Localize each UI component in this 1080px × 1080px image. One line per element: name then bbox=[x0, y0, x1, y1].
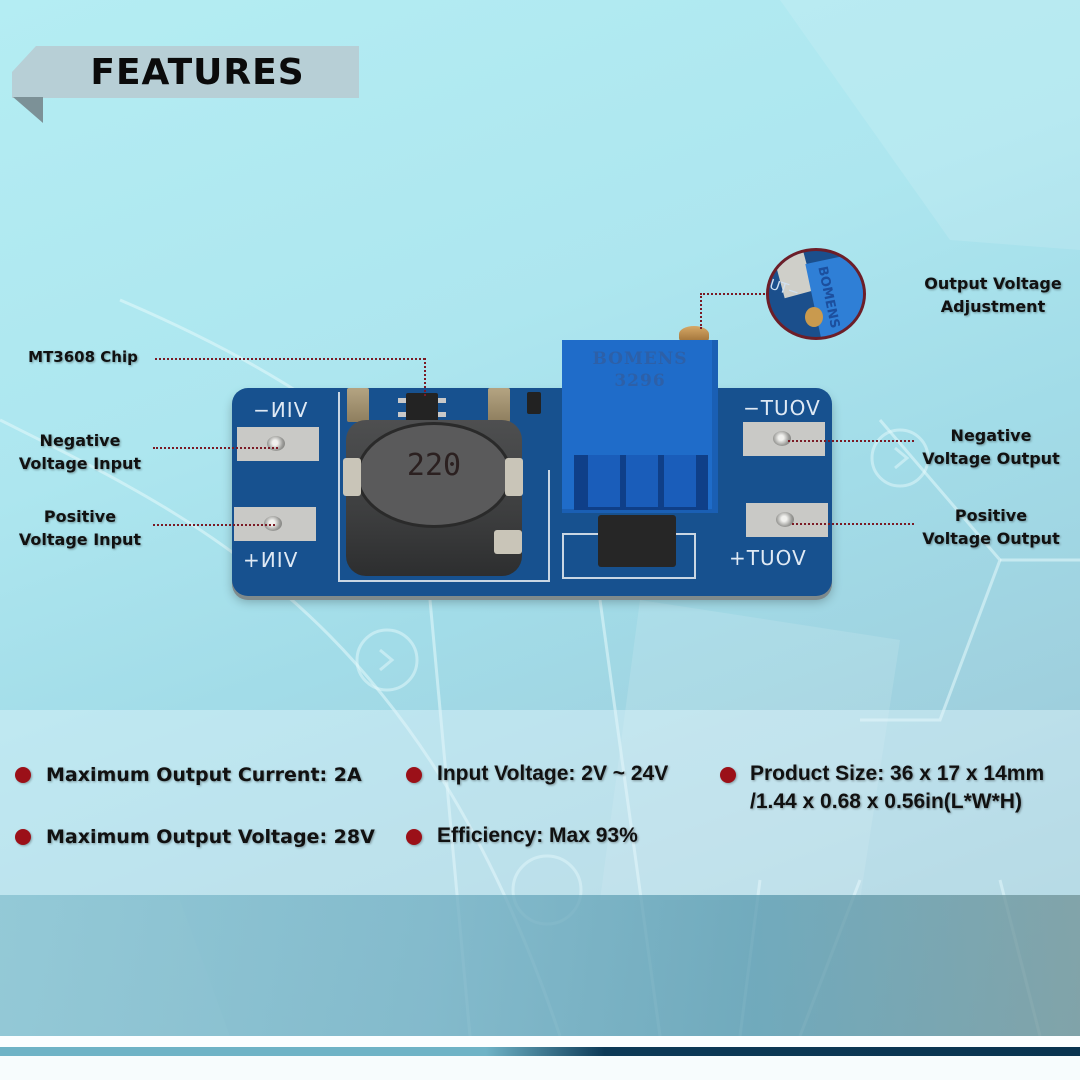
zoom-detail-circle: UT− BOMENS bbox=[766, 248, 866, 340]
chip-pin bbox=[398, 412, 406, 417]
inductor-marking: 220 bbox=[406, 448, 462, 483]
silk-outline bbox=[338, 580, 550, 582]
feature-max-output-voltage: Maximum Output Voltage: 28V bbox=[46, 826, 375, 848]
bullet-icon bbox=[406, 767, 422, 783]
callout-neg-input-line2: Voltage Input bbox=[18, 454, 142, 473]
pot-slots bbox=[574, 455, 708, 510]
feature-product-size-inches: /1.44 x 0.68 x 0.56in(L*W*H) bbox=[750, 790, 1022, 813]
mt3608-chip bbox=[406, 393, 438, 423]
adjustment-screw bbox=[679, 326, 709, 342]
callout-line-adjust-v bbox=[700, 293, 702, 329]
bullet-icon bbox=[15, 829, 31, 845]
callout-pos-input-line2: Voltage Input bbox=[18, 530, 142, 549]
callout-line-chip bbox=[155, 358, 425, 360]
ribbon-tail bbox=[12, 46, 36, 98]
chip-pin bbox=[398, 398, 406, 403]
lower-decor-band bbox=[0, 895, 1080, 1036]
bullet-icon bbox=[15, 767, 31, 783]
pad-vout-positive bbox=[746, 503, 828, 537]
ribbon-fold bbox=[13, 97, 43, 123]
callout-output-adjust: Output Voltage Adjustment bbox=[918, 272, 1068, 318]
bullet-icon bbox=[720, 767, 736, 783]
silk-vout-negative: VOUT− bbox=[742, 396, 820, 420]
inductor-tab bbox=[505, 458, 523, 496]
callout-pos-output-line2: Voltage Output bbox=[922, 529, 1060, 548]
callout-neg-input: Negative Voltage Input bbox=[10, 429, 150, 475]
footer-bottom bbox=[0, 1056, 1080, 1080]
pad-vout-negative bbox=[743, 422, 825, 456]
silk-vout-positive: VOUT+ bbox=[728, 546, 806, 570]
callout-output-adjust-line2: Adjustment bbox=[940, 297, 1046, 316]
callout-pos-output: Positive Voltage Output bbox=[916, 504, 1066, 550]
callout-neg-input-line1: Negative bbox=[39, 431, 121, 450]
callout-neg-output-line2: Voltage Output bbox=[922, 449, 1060, 468]
callout-pos-output-line1: Positive bbox=[954, 506, 1028, 525]
callout-pos-input-line1: Positive bbox=[43, 507, 117, 526]
features-band bbox=[0, 710, 1080, 895]
feature-max-output-current: Maximum Output Current: 2A bbox=[46, 764, 362, 786]
callout-line-adjust bbox=[700, 293, 768, 295]
callout-line-neg-input bbox=[153, 447, 278, 449]
diode bbox=[598, 515, 676, 567]
callout-line-pos-input bbox=[153, 524, 275, 526]
callout-neg-output: Negative Voltage Output bbox=[916, 424, 1066, 470]
capacitor bbox=[488, 388, 510, 422]
feature-efficiency: Efficiency: Max 93% bbox=[437, 824, 638, 847]
callout-line-neg-output bbox=[788, 440, 914, 442]
inductor-tab bbox=[343, 458, 361, 496]
callout-line-pos-output bbox=[792, 523, 914, 525]
pot-brand: BOMENS bbox=[592, 349, 688, 369]
callout-chip: MT3608 Chip bbox=[28, 348, 138, 366]
callout-neg-output-line1: Negative bbox=[950, 426, 1032, 445]
footer-gradient-bar bbox=[0, 1047, 1080, 1056]
feature-input-voltage: Input Voltage: 2V ~ 24V bbox=[437, 762, 669, 785]
pad-vin-negative bbox=[237, 427, 319, 461]
pcb-board bbox=[232, 388, 832, 596]
potentiometer-marking: BOMENS 3296 bbox=[562, 348, 718, 392]
resistor bbox=[527, 392, 541, 414]
silk-vin-positive: VIN+ bbox=[242, 548, 298, 572]
capacitor bbox=[347, 388, 369, 422]
silk-outline bbox=[548, 470, 550, 582]
silk-outline bbox=[338, 392, 340, 582]
background bbox=[0, 0, 1080, 1036]
chip-pin bbox=[438, 412, 446, 417]
inductor-tab bbox=[494, 530, 522, 554]
pot-model: 3296 bbox=[614, 371, 666, 391]
silk-vin-negative: VIN− bbox=[252, 398, 308, 422]
footer-white-stripe bbox=[0, 1036, 1080, 1047]
callout-output-adjust-line1: Output Voltage bbox=[924, 274, 1062, 293]
chip-pin bbox=[438, 398, 446, 403]
feature-product-size: Product Size: 36 x 17 x 14mm bbox=[750, 762, 1045, 785]
callout-line-chip-v bbox=[424, 358, 426, 396]
bullet-icon bbox=[406, 829, 422, 845]
callout-pos-input: Positive Voltage Input bbox=[10, 505, 150, 551]
features-ribbon bbox=[36, 46, 359, 98]
page-title: FEATURES bbox=[90, 52, 305, 93]
